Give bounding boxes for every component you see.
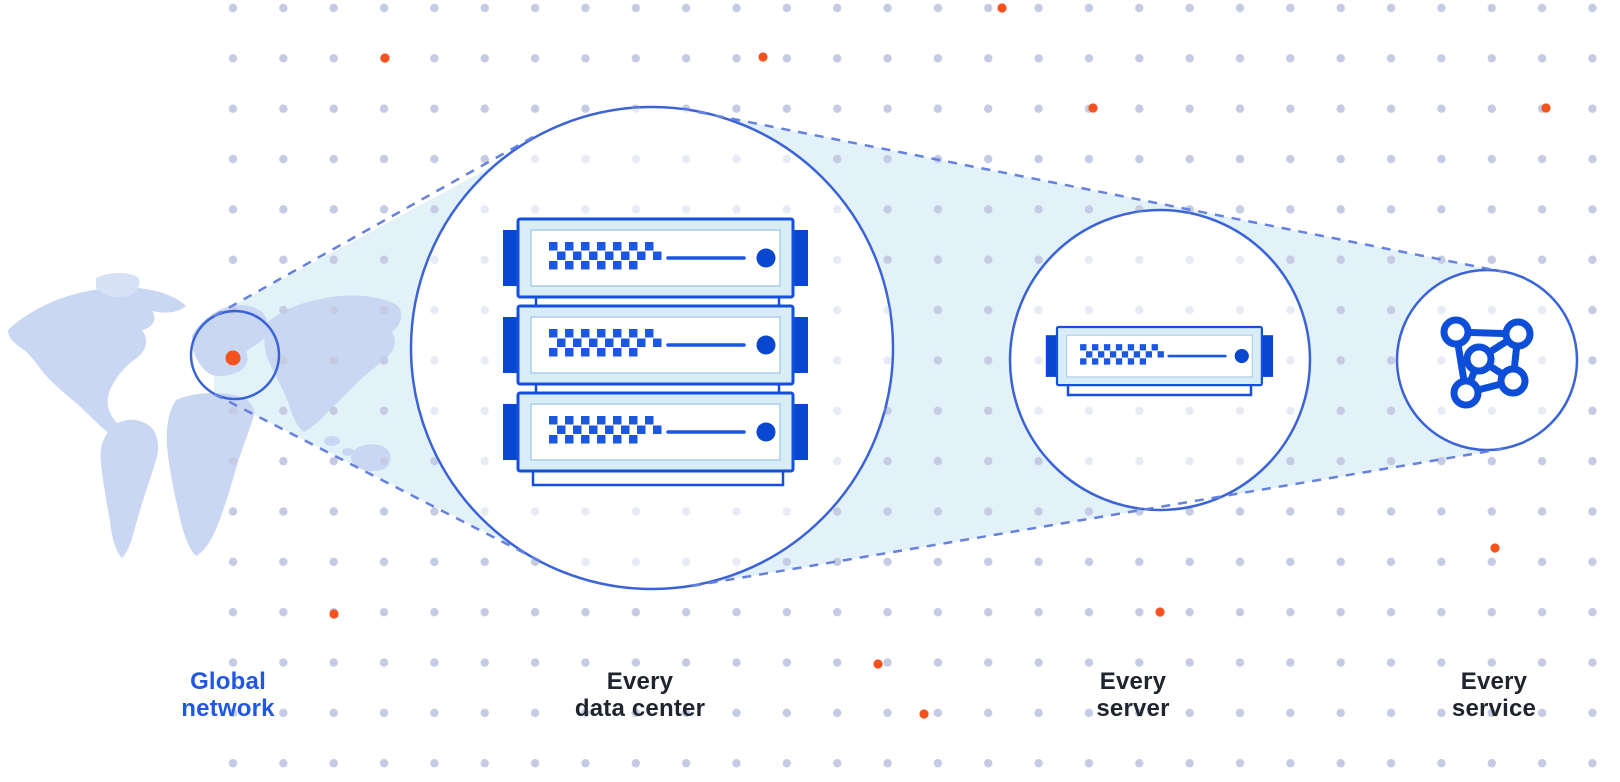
accent-dots: [329, 3, 1551, 719]
accent-dot: [873, 659, 883, 669]
caption-line: Global: [190, 668, 266, 695]
accent-dot: [919, 709, 929, 719]
server-stack-illustration: [503, 219, 808, 487]
single-server-illustration: [1046, 327, 1273, 397]
continent-north-america: [8, 287, 186, 441]
continent-greenland: [96, 272, 140, 298]
caption-line: service: [1451, 695, 1537, 722]
caption-every-server: Every server: [1003, 668, 1263, 722]
map-location-marker: [225, 350, 241, 366]
accent-dot: [1490, 543, 1500, 553]
network-mesh-icon: [1440, 316, 1534, 409]
accent-dot: [1155, 607, 1165, 617]
accent-dot: [1541, 103, 1551, 113]
zoom-dashed-lines: [213, 110, 1505, 588]
caption-every-service: Every service: [1364, 668, 1620, 722]
caption-line: Every: [1099, 668, 1167, 695]
map-region-circle: [189, 309, 281, 401]
accent-dot: [1088, 103, 1098, 113]
accent-dot: [380, 53, 390, 63]
accent-dot: [758, 52, 768, 62]
caption-line: data center: [574, 695, 706, 722]
caption-every-data-center: Every data center: [510, 668, 770, 722]
caption-line: Every: [606, 668, 674, 695]
continent-south-america: [100, 419, 159, 558]
accent-dot: [329, 609, 339, 619]
caption-line: Every: [1460, 668, 1528, 695]
caption-line: network: [181, 695, 275, 722]
accent-dot: [997, 3, 1007, 13]
caption-line: server: [1096, 695, 1170, 722]
caption-global-network: Global network: [98, 668, 358, 722]
